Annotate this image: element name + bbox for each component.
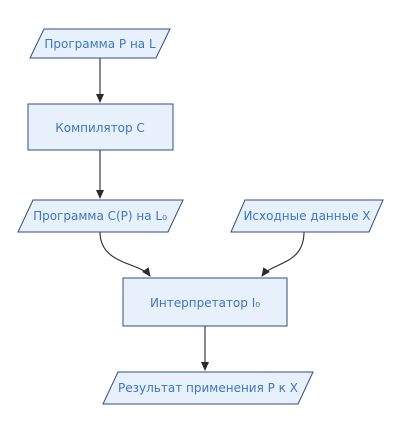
node-program-p: Программа P на L bbox=[29, 28, 171, 59]
node-program-cp: Программа C(P) на L₀ bbox=[17, 199, 184, 233]
node-input-x-label: Исходные данные X bbox=[243, 209, 370, 223]
node-program-p-label: Программа P на L bbox=[44, 37, 156, 51]
edge-input-to-interpreter bbox=[261, 231, 305, 277]
node-result: Результат применения P к X bbox=[102, 371, 314, 405]
node-compiler: Компилятор C bbox=[27, 103, 174, 151]
node-result-label: Результат применения P к X bbox=[118, 381, 298, 395]
node-compiler-label: Компилятор C bbox=[55, 121, 145, 135]
node-interpreter-label: Интерпретатор I₀ bbox=[150, 296, 260, 310]
edges bbox=[96, 58, 305, 371]
node-program-cp-label: Программа C(P) на L₀ bbox=[33, 209, 167, 223]
node-input-x: Исходные данные X bbox=[230, 199, 384, 233]
edge-program-cp-to-interpreter bbox=[99, 231, 151, 277]
node-interpreter: Интерпретатор I₀ bbox=[122, 277, 288, 327]
